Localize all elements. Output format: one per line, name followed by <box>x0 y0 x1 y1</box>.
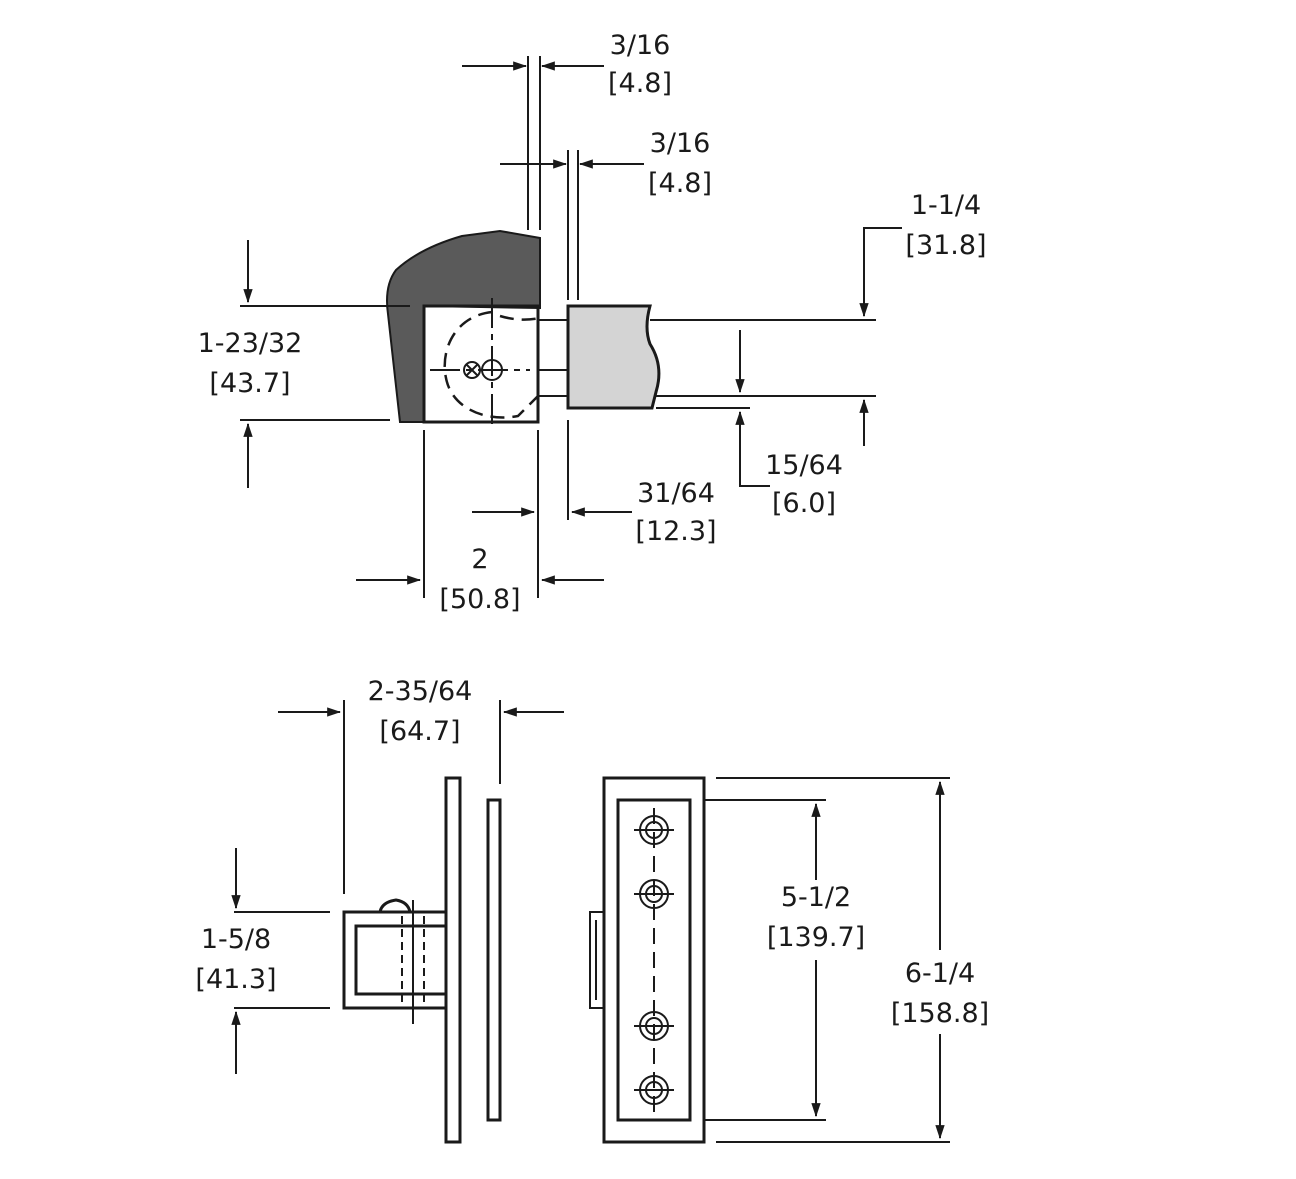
dim-offset-horizontal-mm: [12.3] <box>635 516 716 547</box>
dim-depth-mm: [43.7] <box>209 368 290 399</box>
dim-offset-vertical-mm: [6.0] <box>772 488 836 519</box>
dim-hole-spacing-frac: 5-1/2 <box>781 882 851 913</box>
hinge-body-shape <box>386 229 541 423</box>
side-view: 2-35/64 [64.7] 1-5/8 [41.3] <box>195 676 564 1144</box>
dim-overall-width-mm: [64.7] <box>379 716 460 747</box>
dim-glass-thickness-mm: [31.8] <box>905 230 986 261</box>
front-view: 5-1/2 [139.7] 6-1/4 [158.8] <box>589 776 989 1144</box>
clamp-plate <box>537 319 569 397</box>
screw-hole-icon <box>634 1075 674 1105</box>
side-tab <box>589 911 605 1009</box>
dim-height-mm: [41.3] <box>195 964 276 995</box>
dim-offset-vertical-frac: 15/64 <box>765 450 843 481</box>
screw-hole-icon <box>634 815 674 845</box>
glass-plate <box>486 798 502 1122</box>
dim-offset-horizontal-frac: 31/64 <box>637 478 715 509</box>
cam-outline <box>443 310 539 419</box>
front-plate-inner <box>616 798 692 1122</box>
hinge-block <box>422 304 540 424</box>
dim-gap-glass-frac: 3/16 <box>650 128 711 159</box>
c-clamp <box>342 910 446 1010</box>
dim-width-frac: 2 <box>471 544 488 575</box>
screw-hole-icon <box>634 1011 674 1041</box>
dim-gap-top-frac: 3/16 <box>610 30 671 61</box>
screw-icon <box>463 359 503 381</box>
glass-panel <box>566 304 661 410</box>
dim-height-frac: 1-5/8 <box>201 924 271 955</box>
dim-gap-glass-mm: [4.8] <box>648 168 712 199</box>
screw-hole-icon <box>634 879 674 909</box>
dim-overall-width-frac: 2-35/64 <box>368 676 473 707</box>
dim-overall-height-frac: 6-1/4 <box>905 958 975 989</box>
dim-overall-height-mm: [158.8] <box>891 998 989 1029</box>
top-view: 3/16 [4.8] 3/16 [4.8] 1-1/4 [31.8] 1-23/… <box>198 30 987 615</box>
dim-depth-frac: 1-23/32 <box>198 328 303 359</box>
back-plate <box>444 776 462 1144</box>
dim-gap-top-mm: [4.8] <box>608 68 672 99</box>
dim-hole-spacing-mm: [139.7] <box>767 922 865 953</box>
dim-glass-thickness-frac: 1-1/4 <box>911 190 981 221</box>
dim-width-mm: [50.8] <box>439 584 520 615</box>
